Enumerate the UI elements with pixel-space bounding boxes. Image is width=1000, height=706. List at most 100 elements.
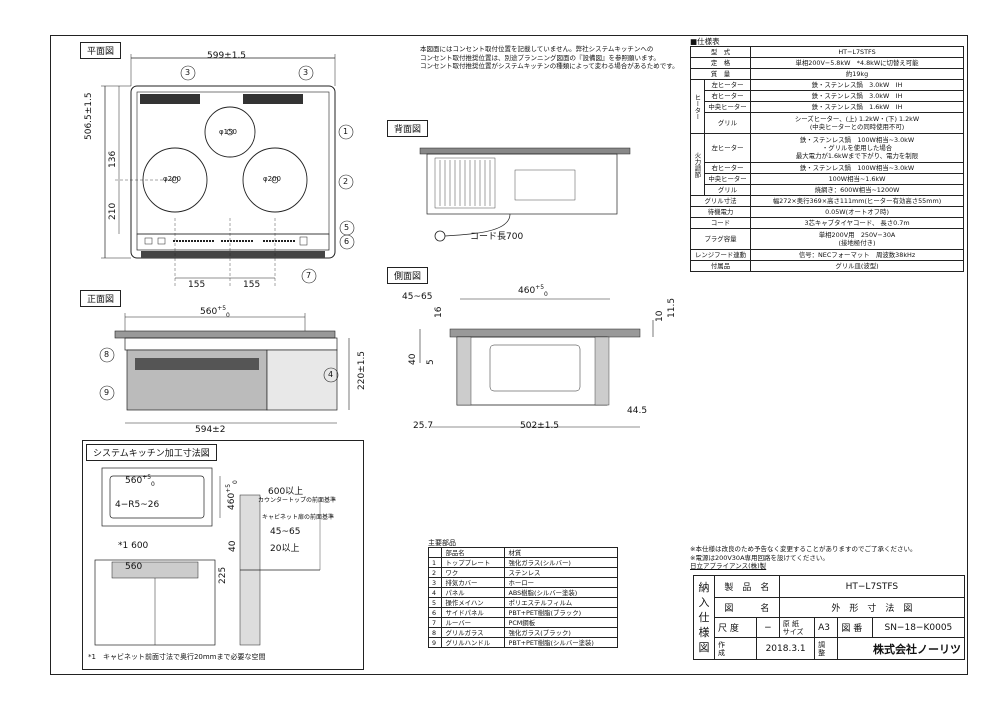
front-top-tol2: 0 <box>226 311 230 319</box>
part-no: 7 <box>427 617 443 628</box>
spec-value: HT−L7STFS <box>750 46 964 58</box>
part-name: サイドパネル <box>441 607 506 618</box>
kitchen-45-65-dim: 45~65 <box>270 527 301 537</box>
spec-value: 3芯キャブタイヤコード、 長さ0.7m <box>750 217 964 229</box>
part-no: 1 <box>427 557 443 568</box>
spec-attr: レンジフード連動 <box>689 249 752 261</box>
spec-row: 火力調節左ヒーター鉄・ステンレス鍋 100W相当~3.0kW ・グリルを使用した… <box>690 133 964 196</box>
side-top-value: 460 <box>518 286 536 296</box>
spec-row: 質 量約19kg <box>689 68 964 80</box>
side-40-dim: 40 <box>408 353 418 365</box>
spec-value: 信号：NECフォーマット 周波数38kHz <box>750 249 964 261</box>
spec-key: 右ヒーター <box>703 90 752 102</box>
part-no: 9 <box>427 637 443 648</box>
spec-attr: 定 格 <box>689 57 752 69</box>
part-no: 3 <box>427 577 443 588</box>
side-view-drawing <box>419 298 654 428</box>
spec-row: ヒーター左ヒーター鉄・ステンレス鍋 3.0kW IH <box>690 79 964 134</box>
kitchen-560b-dim: 560 <box>125 562 143 572</box>
spec-value: 100W相当~1.6kW <box>750 173 964 185</box>
spec-row: 中央ヒーター鉄・ステンレス鍋 1.6kW IH <box>691 101 964 113</box>
kitchen-600-dim: 600以上 <box>268 487 304 497</box>
drawing-no: SN−18−K0005 <box>871 617 966 638</box>
callout-8: 8 <box>104 350 110 359</box>
part-name: ワク <box>441 567 506 578</box>
spec-key: 中央ヒーター <box>703 101 752 113</box>
paper-size: A3 <box>814 617 839 638</box>
product-name: HT−L7STFS <box>778 575 966 598</box>
spec-notes: ※本仕様は改良のため予告なく変更することがありますのでご了承ください。 ※電源は… <box>690 545 916 571</box>
kitchen-560-value: 560 <box>125 476 143 486</box>
left-burner-dia: φ200 <box>163 175 181 183</box>
kitchen-counter-ref: カウンタートップの前面基準 <box>258 497 337 504</box>
plan-depth-dim: 506.5±1.5 <box>84 92 94 140</box>
side-top-tol2: 0 <box>544 290 548 298</box>
kitchen-20-dim: 20以上 <box>270 544 300 554</box>
plan-155a-dim: 155 <box>188 280 206 290</box>
callout-4: 4 <box>328 370 334 379</box>
part-name: ルーバー <box>441 617 506 628</box>
spec-title: ■仕様表 <box>690 37 720 46</box>
parts-header: 材質 <box>504 547 618 558</box>
plan-view-label: 平面図 <box>80 42 122 59</box>
spec-key: 右ヒーター <box>703 162 752 174</box>
spec-attr: コード <box>689 217 752 229</box>
callout-9: 9 <box>104 388 110 397</box>
kitchen-diagram-drawing <box>94 467 321 646</box>
spec-attr: プラグ容量 <box>689 228 752 250</box>
part-name: 操作メイハン <box>441 597 506 608</box>
side-16-dim: 16 <box>434 306 444 318</box>
callout-6: 6 <box>344 237 350 246</box>
kitchen-40-dim: 40 <box>228 540 238 552</box>
spec-value: シーズヒーター、(上) 1.2kW・(下) 1.2kW (中央ヒーターとの同時使… <box>750 112 964 134</box>
front-view-drawing <box>99 313 350 424</box>
installation-note-line: コンセント取付推奨位置がシステムキッチンの種類によって変わる場合があるためです。 <box>420 62 679 70</box>
right-burner-dia: φ200 <box>263 175 281 183</box>
spec-group: 火力調節 <box>690 133 705 196</box>
spec-note-line: ※本仕様は改良のため予告なく変更することがありますのでご了承ください。 <box>690 545 917 553</box>
side-502-dim: 502±1.5 <box>520 421 560 431</box>
spec-value: 鉄・ステンレス鍋 100W相当~3.0kW ・グリルを使用した場合 最大電力が1… <box>750 133 964 163</box>
part-no: 4 <box>427 587 443 598</box>
spec-value: グリル皿(波型) <box>750 260 964 272</box>
side-char: 入 <box>698 596 710 609</box>
kitchen-460-value: 460 <box>227 492 237 510</box>
side-45-65-dim: 45~65 <box>402 292 433 302</box>
spec-key: 中央ヒーター <box>703 173 752 185</box>
kitchen-note: *1 キャビネット前面寸法で奥行20mmまで必要な空間 <box>88 653 266 661</box>
spec-value: 鉄・ステンレス鍋 3.0kW IH <box>750 90 964 102</box>
spec-value: 鉄・ステンレス鍋 3.0kW IH <box>750 79 964 91</box>
spec-value: 0.05W(オートオフ時) <box>750 206 964 218</box>
part-name: グリルガラス <box>441 627 506 638</box>
side-44-5-dim: 44.5 <box>627 406 648 416</box>
kitchen-560-tol: +5 <box>142 474 152 481</box>
part-no: 6 <box>427 607 443 618</box>
part-no: 5 <box>427 597 443 608</box>
callout-3a: 3 <box>185 68 191 77</box>
part-material: PCM鋼板 <box>504 617 618 628</box>
plan-width-dim: 599±1.5 <box>207 51 247 61</box>
spec-row: 定 格単相200V−5.8kW *4.8kWに切替え可能 <box>689 57 964 69</box>
side-25-7-dim: 25.7 <box>413 421 434 431</box>
callout-1: 1 <box>343 127 349 136</box>
spec-key: 左ヒーター <box>703 79 752 91</box>
kitchen-diagram-box <box>82 440 364 670</box>
rear-view-label: 背面図 <box>387 120 429 137</box>
part-material: PBT+PET樹脂(ブラック) <box>504 607 618 618</box>
spec-key: グリル <box>703 184 752 196</box>
spec-row: 付属品グリル皿(波型) <box>689 260 964 272</box>
spec-group: ヒーター <box>690 79 705 134</box>
spec-row: グリル寸法幅272×奥行369×高さ111mm(ヒーター有効高さ55mm) <box>689 195 964 207</box>
company-name: 株式会社ノーリツ <box>837 637 965 660</box>
part-material: PBT+PET樹脂(シルバー塗装) <box>504 637 618 648</box>
front-view-label: 正面図 <box>80 290 122 307</box>
parts-header-row: 部品名材質 <box>427 547 618 558</box>
spec-value: 幅272×奥行369×高さ111mm(ヒーター有効高さ55mm) <box>750 195 964 207</box>
side-top-tol: +5 <box>535 284 545 291</box>
